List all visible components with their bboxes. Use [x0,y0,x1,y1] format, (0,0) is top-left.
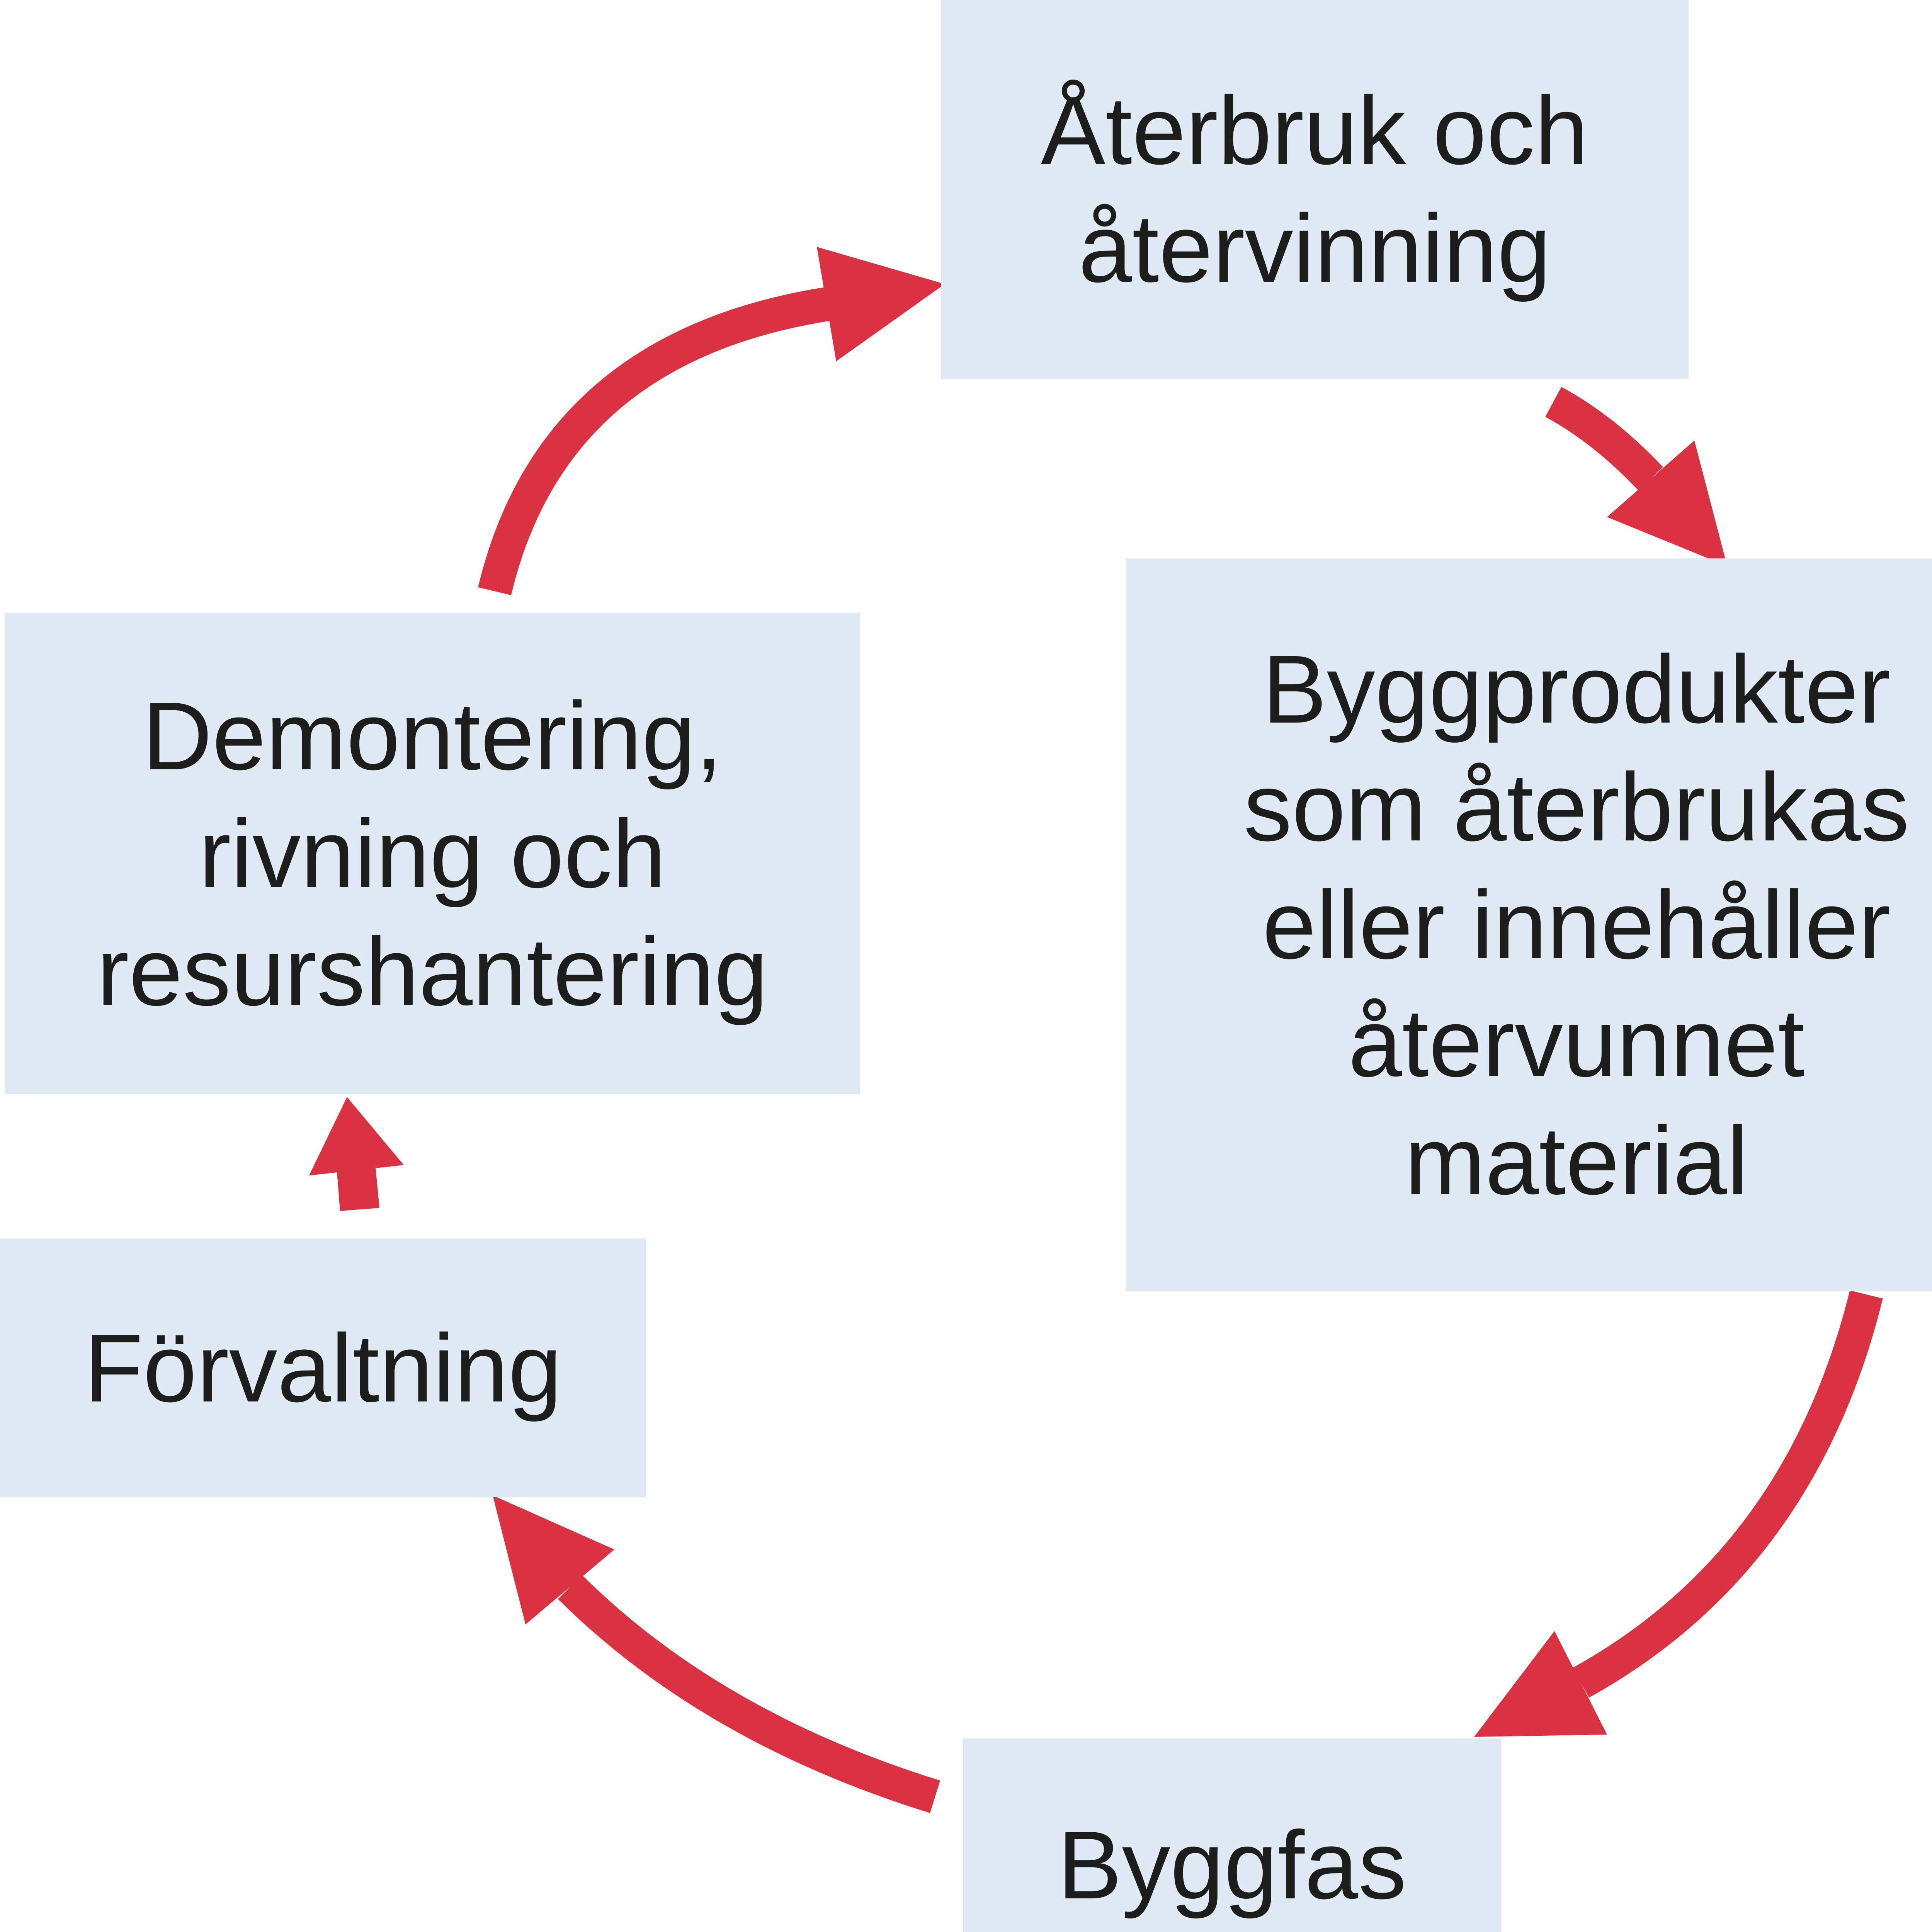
arrow-byggfas-to-forvaltning [493,1495,940,1813]
node-byggprodukter: Byggprodukter som återbrukas eller inneh… [1126,558,1932,1291]
node-aterbruk-och-atervinning: Återbruk och återvinning [941,0,1689,379]
arrow-aterbruk-to-byggprodukter [1545,387,1727,566]
arrow-demontering-to-aterbruk [478,247,945,595]
node-label: Byggfas [1057,1811,1407,1919]
arrow-forvaltning-to-demontering [309,1097,404,1211]
node-label: Förvaltning [84,1314,562,1422]
node-label: Byggprodukter som återbrukas eller inneh… [1243,635,1910,1214]
node-label: Demontering, rivning och resurshantering [97,682,768,1026]
node-label: Återbruk och återvinning [1041,77,1589,302]
node-forvaltning: Förvaltning [0,1238,646,1497]
node-byggfas: Byggfas [963,1738,1501,1932]
arrow-byggprodukter-to-byggfas [1474,1290,1883,1737]
node-demontering-rivning-resurshantering: Demontering, rivning och resurshantering [5,613,860,1094]
